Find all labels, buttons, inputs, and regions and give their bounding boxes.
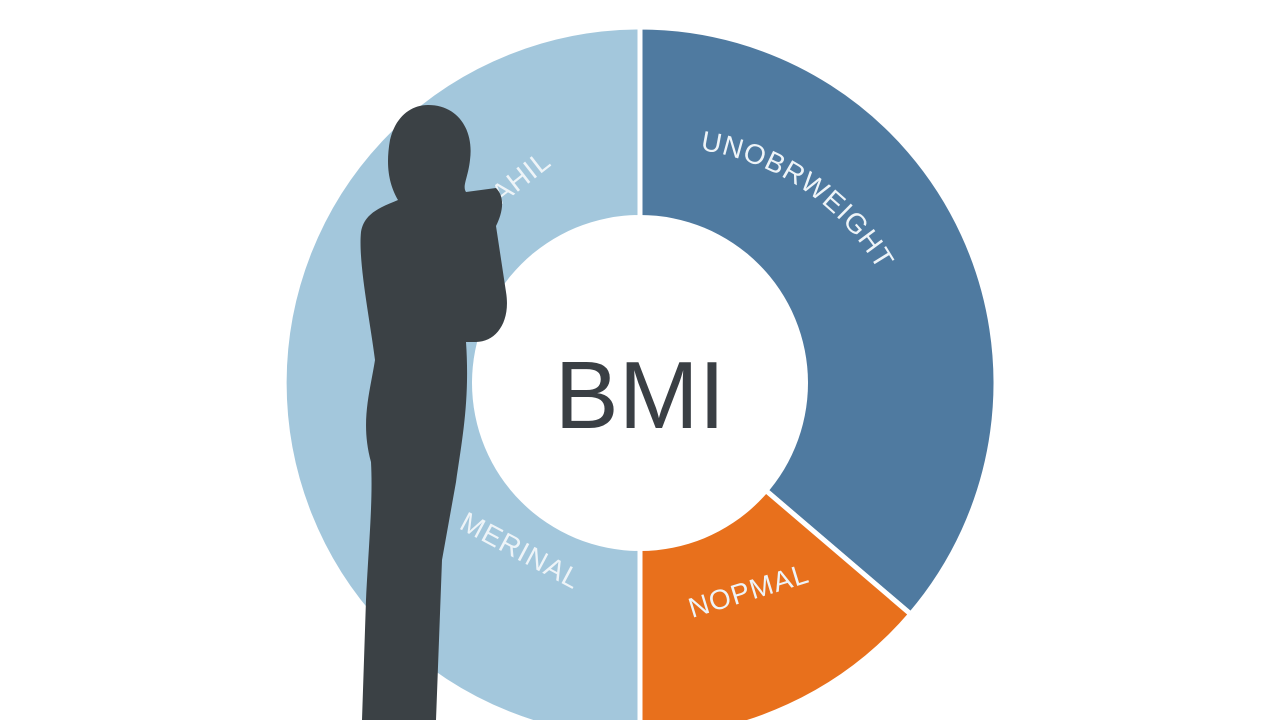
donut-hole (472, 215, 808, 551)
donut-slice-0 (637, 24, 999, 618)
center-label: BMI (555, 342, 726, 449)
person-silhouette-icon (360, 105, 507, 720)
